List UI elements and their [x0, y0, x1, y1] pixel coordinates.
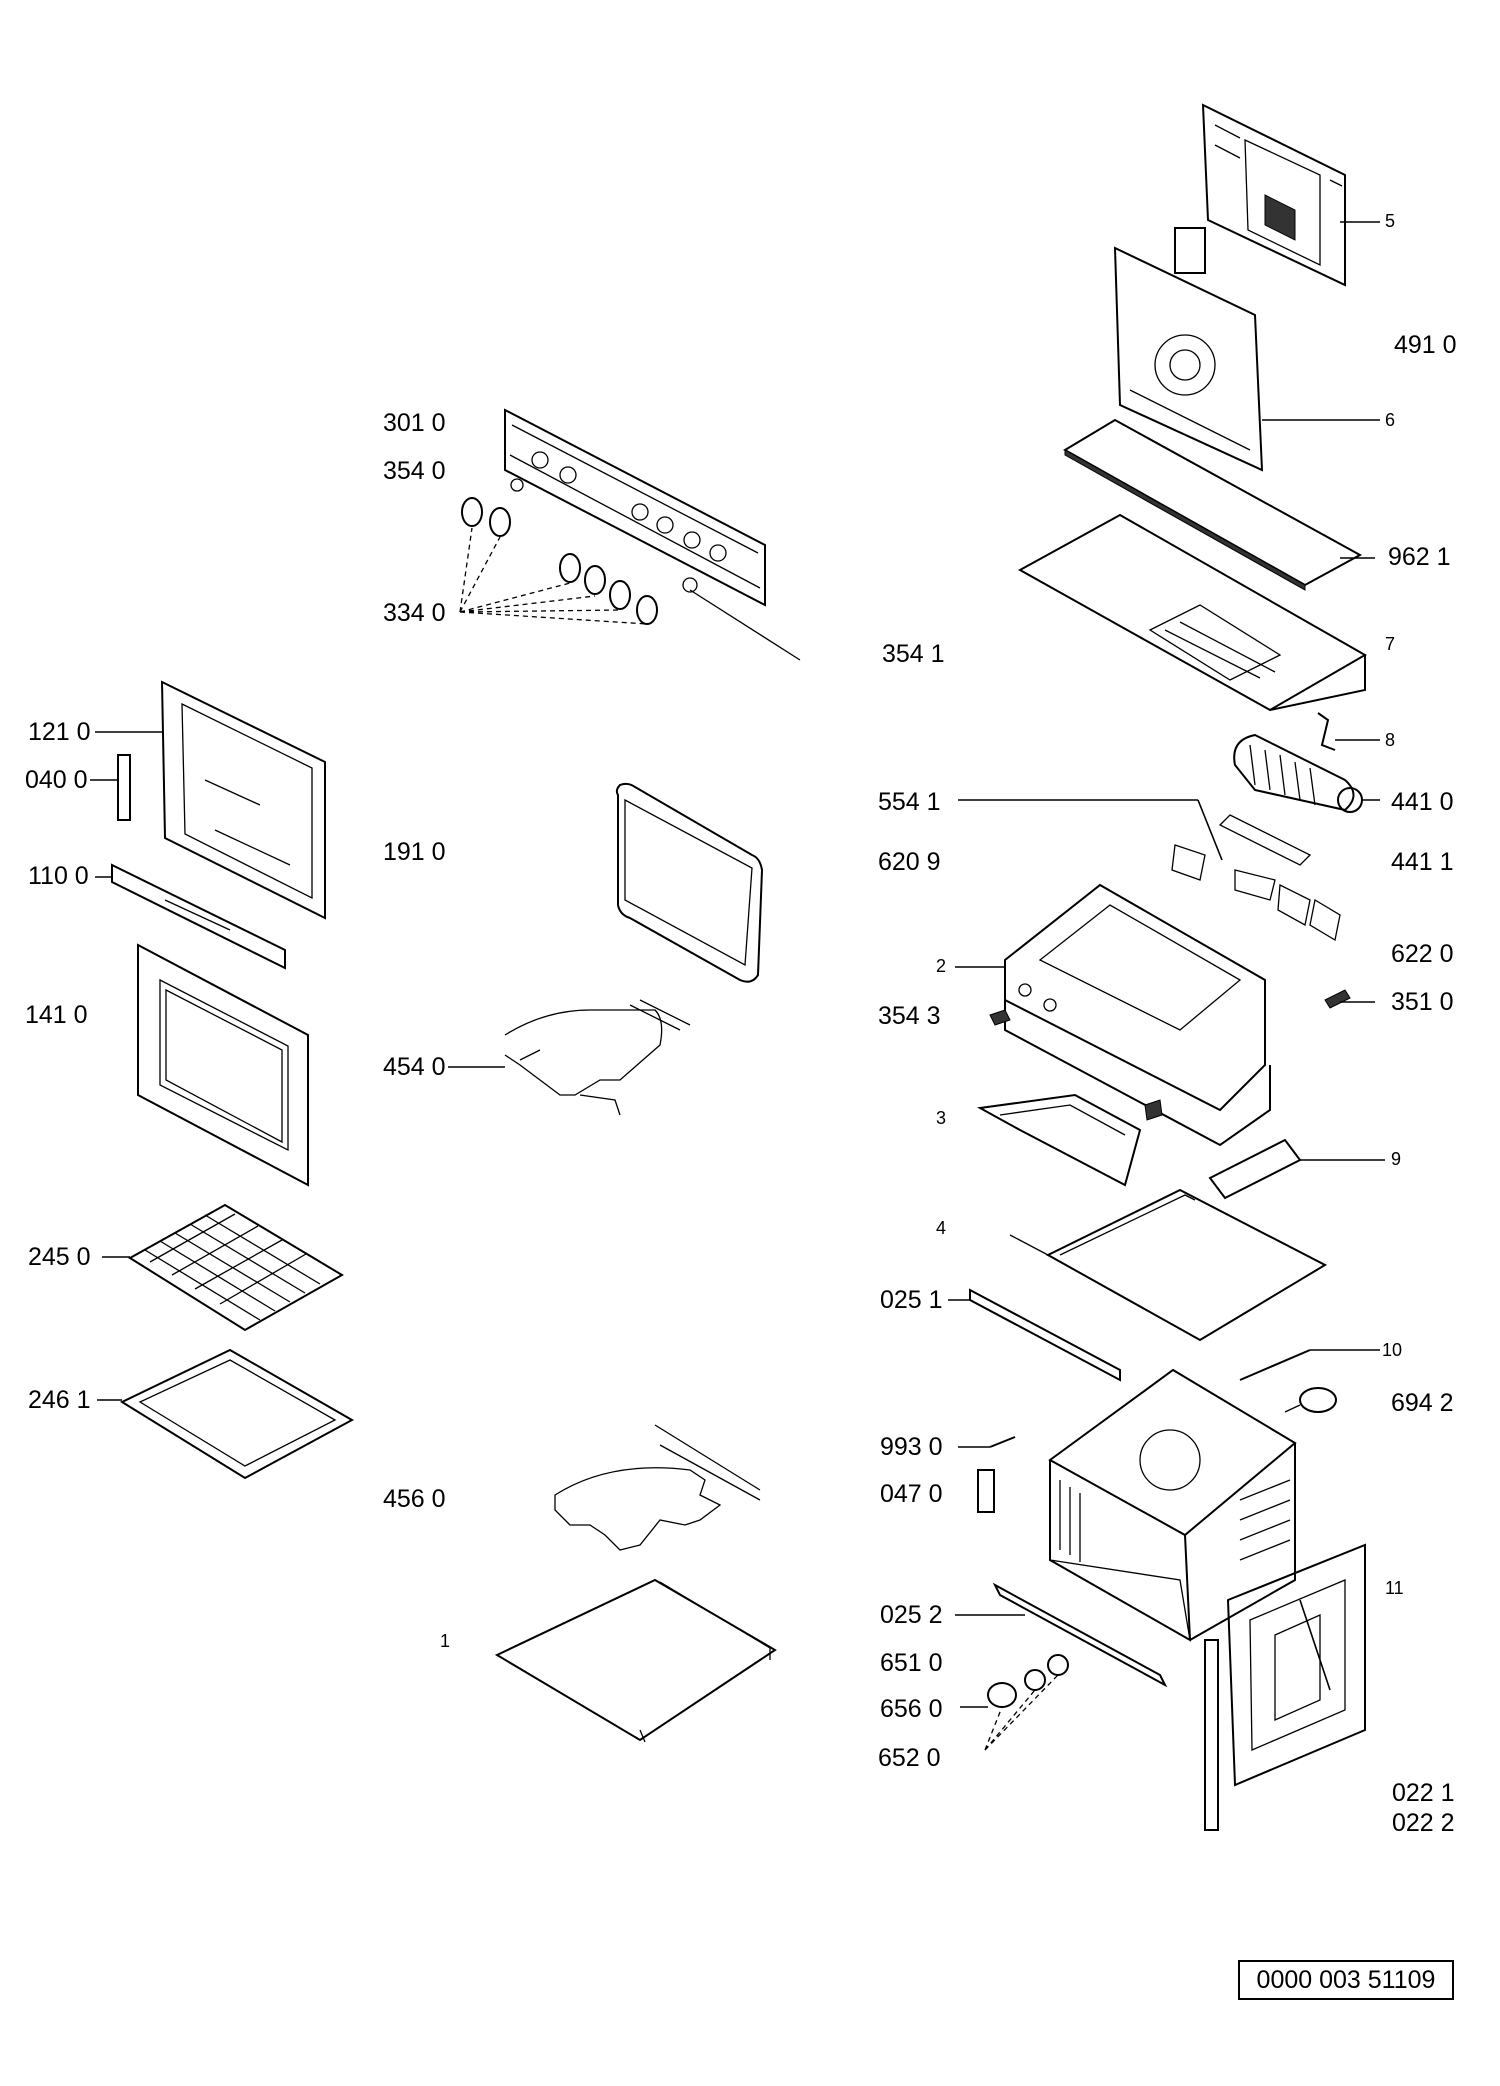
part-number-label: 141 0	[25, 1001, 88, 1029]
chassis-part	[955, 799, 1375, 1147]
part-number-label: 354 1	[882, 640, 945, 668]
part-number-label: 110 0	[28, 862, 89, 890]
bottom-plate-part	[494, 1578, 777, 1743]
part-number-label: 656 0	[880, 1695, 943, 1723]
top-plate-part	[1009, 1188, 1328, 1342]
sensor-part	[1284, 1387, 1337, 1413]
wire-part	[1239, 1349, 1380, 1381]
part-number-label: 962 1	[1388, 543, 1451, 571]
part-number-label: 301 0	[383, 409, 446, 437]
part-number-label: 354 0	[383, 457, 446, 485]
bottom-heater-part	[554, 1424, 761, 1551]
part-number-label: 025 2	[880, 1601, 943, 1629]
rear-panel-part	[1201, 103, 1380, 287]
bracket-small-part	[977, 1469, 995, 1513]
fan-motor-part	[1218, 733, 1380, 866]
part-number-label: 245 0	[28, 1243, 91, 1271]
side-bracket-part	[976, 1093, 1163, 1187]
part-number-label: 354 3	[878, 1002, 941, 1030]
bracket-part	[1208, 1138, 1385, 1200]
part-number-label: 040 0	[25, 766, 88, 794]
control-panel-part	[504, 408, 801, 661]
part-number-label: 622 0	[1391, 940, 1454, 968]
part-number-label: 022 1	[1392, 1779, 1455, 1807]
part-number-label: 441 1	[1391, 848, 1454, 876]
screw-part	[958, 1436, 1016, 1448]
part-number-label: 2	[936, 956, 947, 976]
part-number-label: 7	[1385, 634, 1396, 654]
part-number-label: 620 9	[878, 848, 941, 876]
part-number-label: 4	[936, 1218, 947, 1238]
front-door-part	[1204, 1543, 1366, 1831]
rail-upper-part	[948, 1288, 1121, 1382]
part-number-label: 456 0	[383, 1485, 446, 1513]
knobs-part	[459, 497, 658, 625]
wire-shelf-part	[102, 1203, 344, 1332]
insulation-part	[1063, 418, 1375, 591]
top-heater-part	[448, 999, 691, 1116]
gasket-part	[615, 782, 764, 983]
document-number-box: 0000 003 51109	[1238, 1960, 1454, 2000]
part-number-label: 191 0	[383, 838, 446, 866]
part-number-label: 246 1	[28, 1386, 91, 1414]
baking-tray-part	[97, 1348, 355, 1480]
part-number-label: 351 0	[1391, 988, 1454, 1016]
part-number-label: 6	[1385, 410, 1396, 430]
outer-glass-part	[137, 943, 309, 1187]
knob-assembly-part	[960, 1654, 1069, 1751]
top-cover-part	[1017, 513, 1368, 712]
hinge-part	[90, 754, 131, 821]
part-number-label: 10	[1382, 1340, 1403, 1360]
part-number-label: 11	[1385, 1578, 1404, 1598]
part-number-label: 5	[1385, 211, 1396, 231]
door-trim-part	[95, 863, 286, 970]
part-number-label: 491 0	[1394, 331, 1457, 359]
part-number-label: 3	[936, 1108, 947, 1128]
part-number-label: 9	[1391, 1149, 1402, 1169]
part-number-label: 1	[440, 1631, 451, 1651]
part-number-label: 454 0	[383, 1053, 446, 1081]
part-number-label: 121 0	[28, 718, 91, 746]
part-number-label: 022 2	[1392, 1809, 1455, 1837]
part-number-label: 554 1	[878, 788, 941, 816]
fan-plate-part	[1113, 227, 1380, 472]
part-number-label: 441 0	[1391, 788, 1454, 816]
clip-part	[1317, 712, 1380, 751]
part-number-label: 652 0	[878, 1744, 941, 1772]
part-number-label: 334 0	[383, 599, 446, 627]
door-frame-part	[95, 680, 326, 920]
part-number-label: 694 2	[1391, 1389, 1454, 1417]
part-number-label: 651 0	[880, 1649, 943, 1677]
part-number-label: 047 0	[880, 1480, 943, 1508]
rail-lower-part	[955, 1582, 1168, 1688]
oven-cavity-part	[1048, 1368, 1297, 1642]
part-number-label: 025 1	[880, 1286, 943, 1314]
part-number-label: 993 0	[880, 1433, 943, 1461]
part-number-label: 8	[1385, 730, 1396, 750]
